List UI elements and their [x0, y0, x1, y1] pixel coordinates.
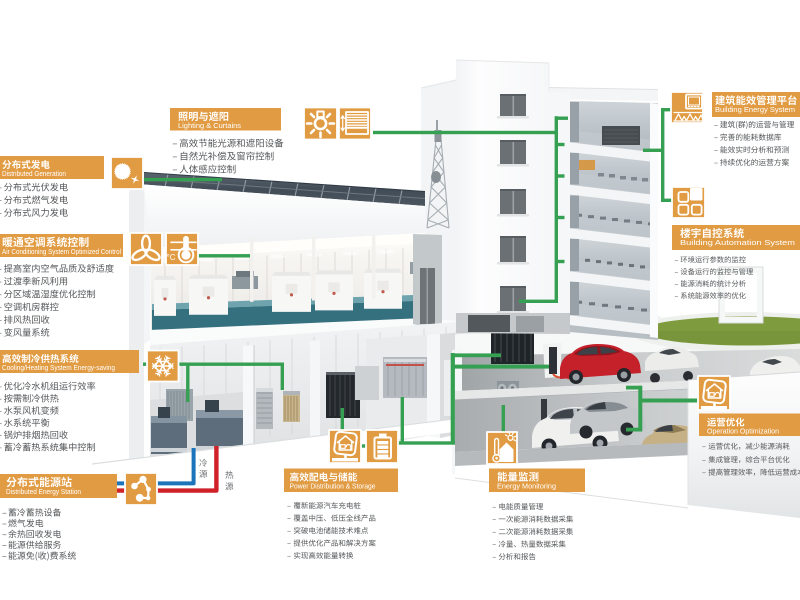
- svg-text:Air Conditioning System Optimi: Air Conditioning System Optimized Contro…: [2, 247, 121, 256]
- svg-text:Lighting & Curtains: Lighting & Curtains: [178, 121, 241, 130]
- svg-text:Energy Monitoring: Energy Monitoring: [497, 481, 556, 490]
- svg-text:Building Automation System: Building Automation System: [680, 238, 795, 247]
- svg-text:°C: °C: [167, 253, 176, 262]
- svg-text:Operation Optimization: Operation Optimization: [707, 426, 779, 435]
- svg-text:Distributed Generation: Distributed Generation: [2, 169, 66, 178]
- svg-text:Cooling/Heating System Energy-: Cooling/Heating System Energy-saving: [2, 363, 115, 372]
- svg-text:Power Distribution & Storage: Power Distribution & Storage: [290, 481, 376, 490]
- svg-text:Distributed Energy Station: Distributed Energy Station: [6, 487, 81, 496]
- svg-text:Building Energy System: Building Energy System: [715, 105, 795, 114]
